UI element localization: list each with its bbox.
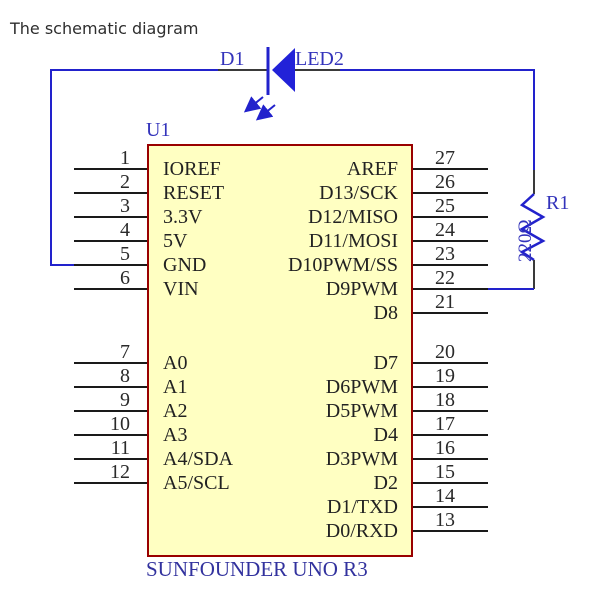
pin-number-19: 19 bbox=[435, 365, 455, 387]
resistor-zigzag-icon bbox=[519, 193, 546, 262]
pin-number-22: 22 bbox=[435, 267, 455, 289]
pin-number-11: 11 bbox=[110, 437, 130, 459]
pin-label-2: RESET bbox=[163, 182, 225, 204]
resistor-value-label: 220Ω bbox=[515, 219, 536, 262]
pin-number-12: 12 bbox=[110, 461, 130, 483]
pin-label-4: 5V bbox=[163, 230, 188, 252]
ic-pin-lines bbox=[74, 168, 488, 532]
pin-label-27: AREF bbox=[346, 158, 398, 180]
pin-number-18: 18 bbox=[435, 389, 455, 411]
pin-label-11: A4/SDA bbox=[163, 448, 234, 470]
pin-number-8: 8 bbox=[120, 365, 130, 387]
pin-label-19: D6PWM bbox=[325, 376, 398, 398]
pin-number-21: 21 bbox=[435, 291, 455, 313]
pin-number-4: 4 bbox=[120, 219, 130, 241]
ic-body bbox=[147, 144, 413, 557]
pin-number-25: 25 bbox=[435, 195, 455, 217]
pin-label-6: VIN bbox=[163, 278, 199, 300]
pin-number-23: 23 bbox=[435, 243, 455, 265]
led-light-arrow-icon bbox=[243, 96, 264, 113]
pin-number-2: 2 bbox=[120, 171, 130, 193]
pin-label-21: D8 bbox=[373, 302, 398, 324]
led-triangle-icon bbox=[272, 48, 295, 92]
pin-label-7: A0 bbox=[163, 352, 188, 374]
pin-label-10: A3 bbox=[163, 424, 188, 446]
pin-number-15: 15 bbox=[435, 461, 455, 483]
pin-label-26: D13/SCK bbox=[319, 182, 398, 204]
pin-label-20: D7 bbox=[373, 352, 398, 374]
pin-label-5: GND bbox=[163, 254, 207, 276]
wire-led-to-resistor bbox=[340, 69, 535, 170]
led-light-arrow-icon bbox=[255, 104, 276, 121]
page-title: The schematic diagram bbox=[10, 19, 199, 38]
pin-number-17: 17 bbox=[435, 413, 455, 435]
pin-number-14: 14 bbox=[435, 485, 455, 507]
pin-label-14: D1/TXD bbox=[326, 496, 398, 518]
resistor-refdes-label: R1 bbox=[546, 192, 570, 214]
pin-label-17: D4 bbox=[373, 424, 398, 446]
pin-label-13: D0/RXD bbox=[325, 520, 398, 542]
pin-label-22: D9PWM bbox=[325, 278, 398, 300]
pin-number-27: 27 bbox=[435, 147, 455, 169]
pin-label-15: D2 bbox=[373, 472, 398, 494]
pin-number-1: 1 bbox=[120, 147, 130, 169]
wire-gnd-to-led bbox=[50, 69, 218, 266]
pin-number-5: 5 bbox=[120, 243, 130, 265]
pin-label-23: D10PWM/SS bbox=[287, 254, 398, 276]
pin-label-25: D12/MISO bbox=[307, 206, 398, 228]
pin-number-26: 26 bbox=[435, 171, 455, 193]
pin-label-16: D3PWM bbox=[325, 448, 398, 470]
pin-number-10: 10 bbox=[110, 413, 130, 435]
pin-label-3: 3.3V bbox=[163, 206, 203, 228]
pin-number-20: 20 bbox=[435, 341, 455, 363]
pin-label-12: A5/SCL bbox=[163, 472, 230, 494]
pin-label-9: A2 bbox=[163, 400, 188, 422]
pin-number-6: 6 bbox=[120, 267, 130, 289]
pin-number-7: 7 bbox=[120, 341, 130, 363]
pin-number-13: 13 bbox=[435, 509, 455, 531]
pin-label-24: D11/MOSI bbox=[308, 230, 398, 252]
pin-number-24: 24 bbox=[435, 219, 455, 241]
ic-name-label: SUNFOUNDER UNO R3 bbox=[146, 557, 368, 581]
pin-label-1: IOREF bbox=[163, 158, 221, 180]
pin-number-16: 16 bbox=[435, 437, 455, 459]
pin-number-9: 9 bbox=[120, 389, 130, 411]
pin-number-3: 3 bbox=[120, 195, 130, 217]
led-refdes-label: D1 bbox=[220, 48, 245, 70]
pin-label-18: D5PWM bbox=[325, 400, 398, 422]
led-name-label: LED2 bbox=[295, 48, 344, 70]
pin-label-8: A1 bbox=[163, 376, 188, 398]
ic-refdes-label: U1 bbox=[146, 119, 171, 141]
